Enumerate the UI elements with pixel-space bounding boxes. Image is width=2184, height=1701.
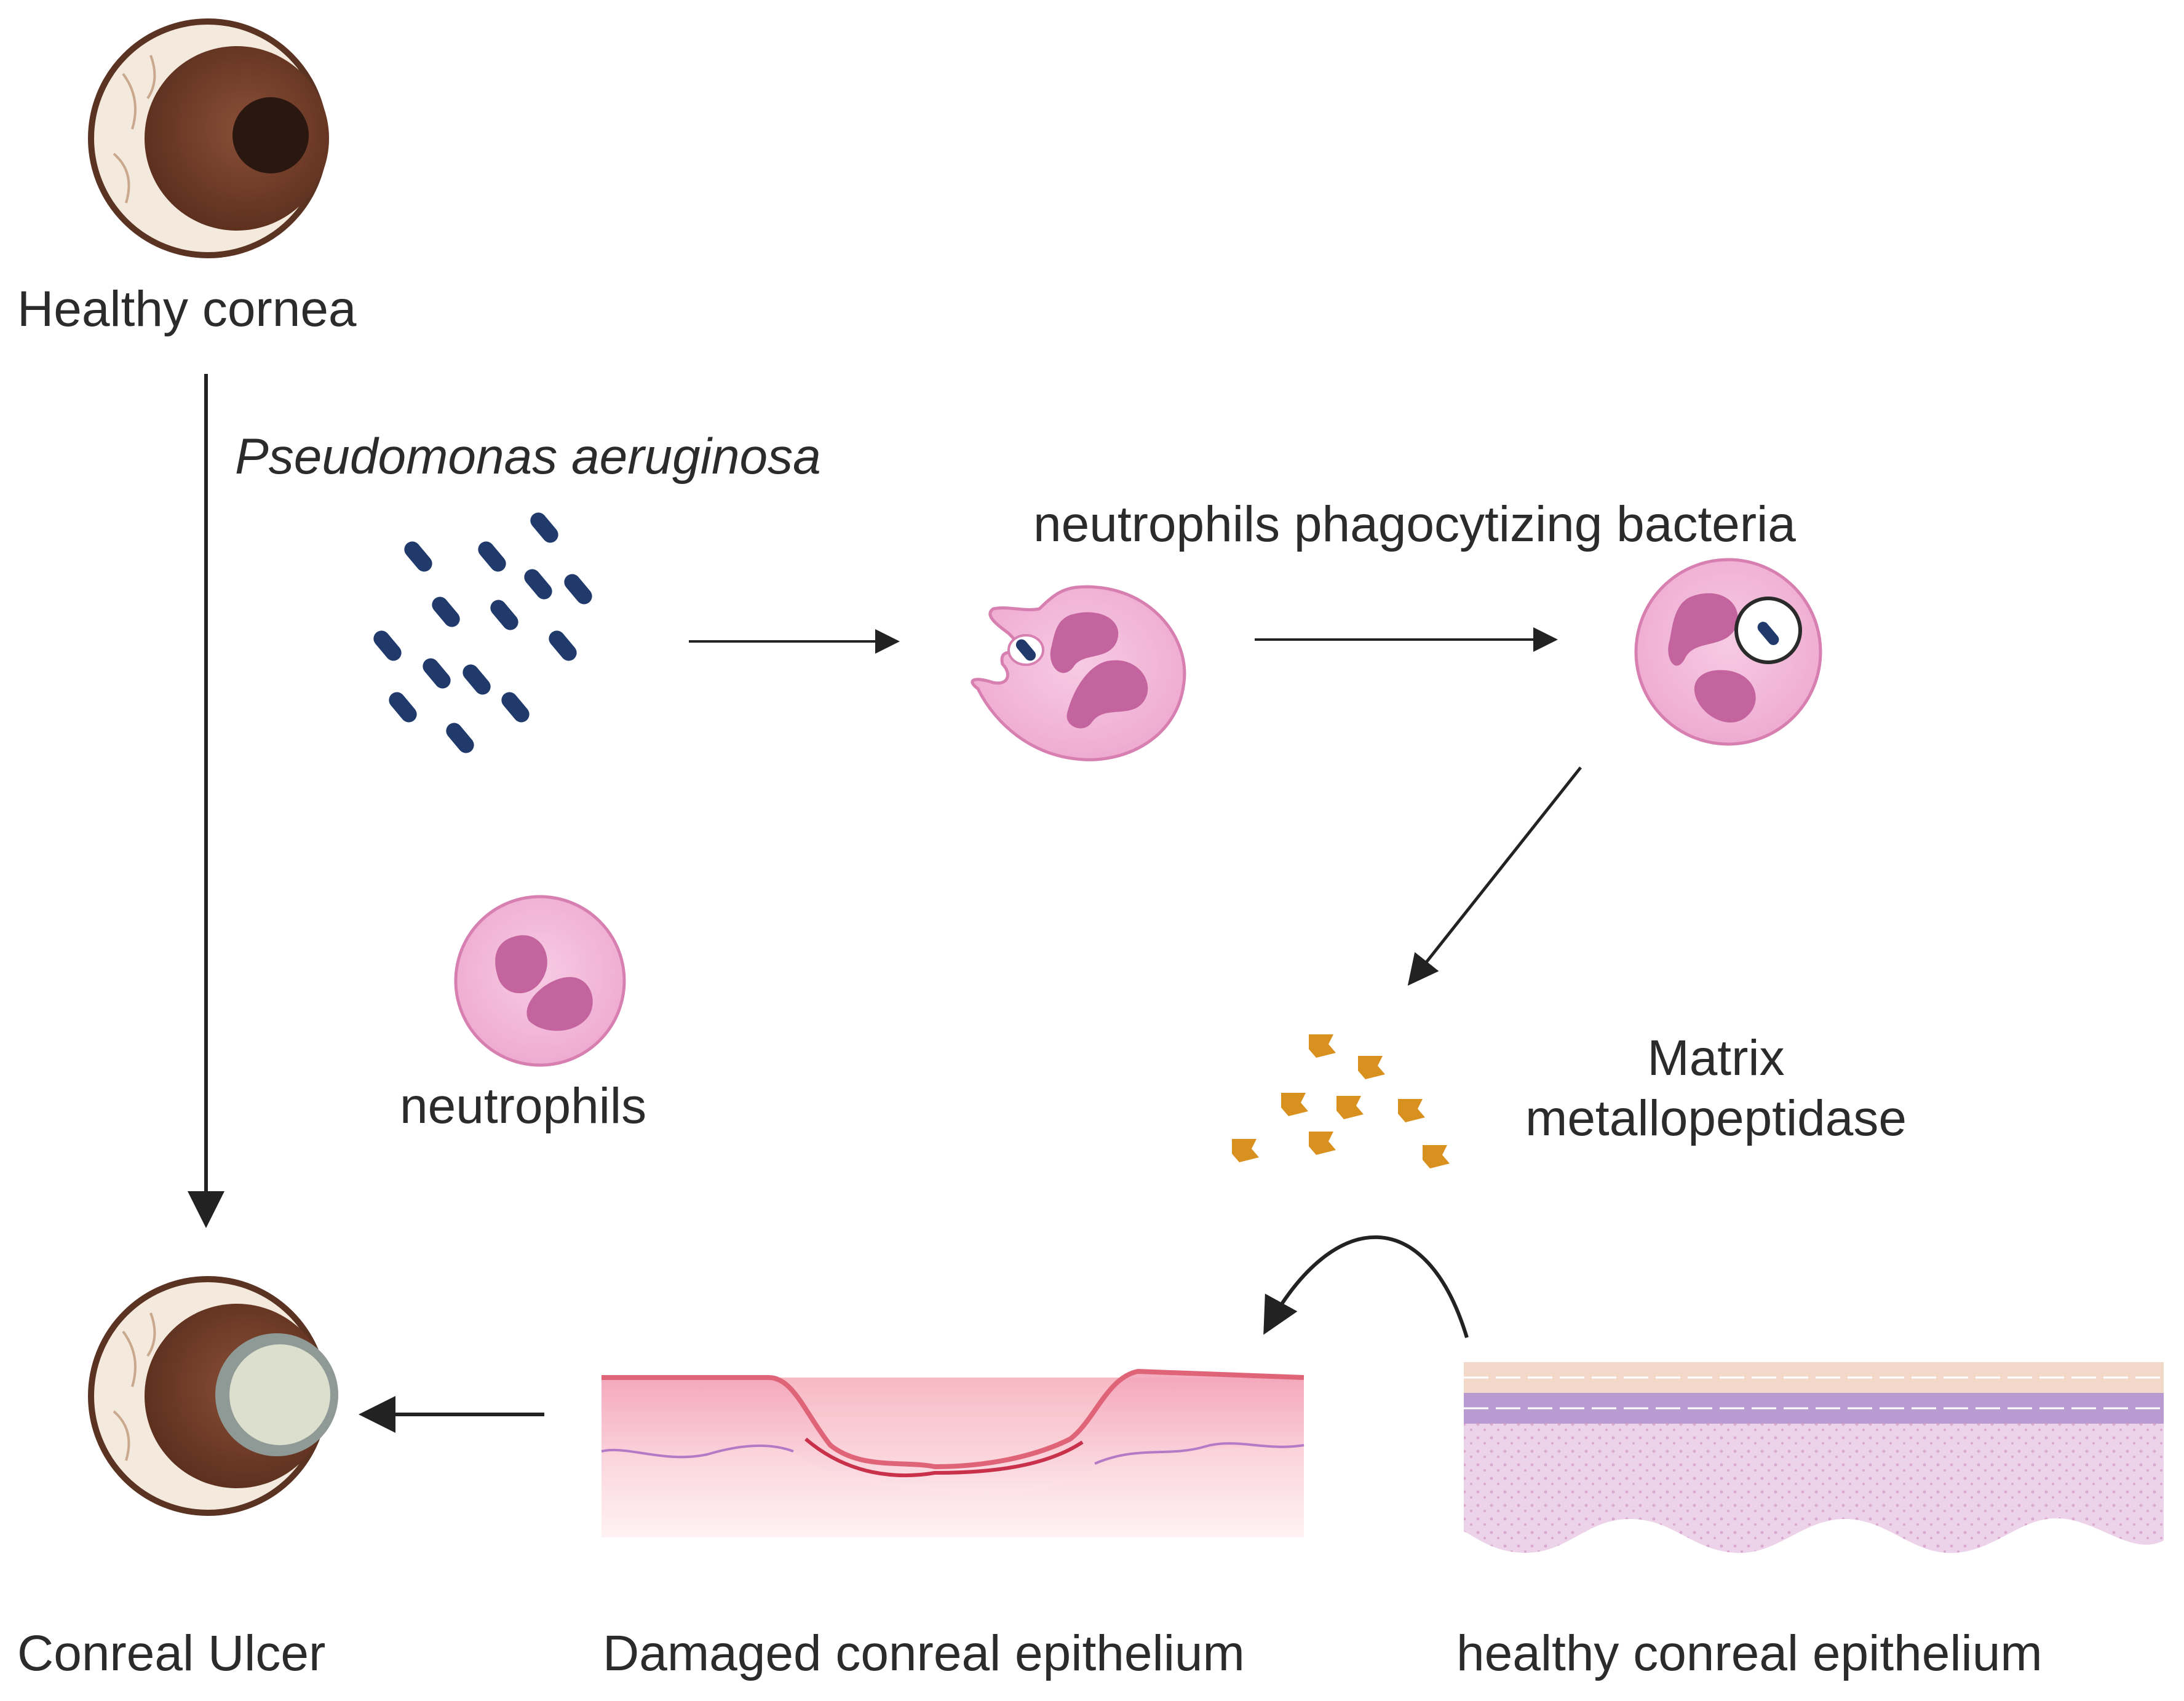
- arrow-healthy-to-damaged-tissue: [1263, 1235, 1469, 1338]
- label-corneal-ulcer: Conreal Ulcer: [17, 1625, 326, 1681]
- label-healthy-epithelium: healthy conreal epithelium: [1456, 1625, 2043, 1681]
- label-pseudomonas: Pseudomonas aeruginosa: [235, 429, 821, 485]
- label-phagocytosis: neutrophils phagocytizing bacteria: [1033, 496, 1796, 552]
- label-neutrophils: neutrophils: [400, 1078, 647, 1134]
- enzyme-icon: [1232, 1034, 1450, 1168]
- label-damaged-epithelium: Damaged conreal epithelium: [603, 1625, 1245, 1681]
- engulfing-neutrophil-icon: [971, 585, 1186, 761]
- healthy-epithelium-icon: [1464, 1362, 2164, 1553]
- label-mmp-line2: metallopeptidase: [1525, 1090, 1907, 1146]
- label-healthy-cornea: Healthy cornea: [17, 281, 357, 337]
- rod-bacteria-icon: [373, 512, 592, 753]
- corneal-ulcer-eye-icon: [88, 1276, 338, 1516]
- arrow-phagocytosis-to-enzymes: [1407, 766, 1582, 986]
- neutrophil-icon: [454, 895, 626, 1067]
- damaged-epithelium-icon: [601, 1368, 1304, 1537]
- phagocytic-neutrophil-icon: [1634, 558, 1822, 746]
- healthy-eye-icon: [88, 18, 329, 258]
- label-mmp-line1: Matrix: [1647, 1030, 1785, 1086]
